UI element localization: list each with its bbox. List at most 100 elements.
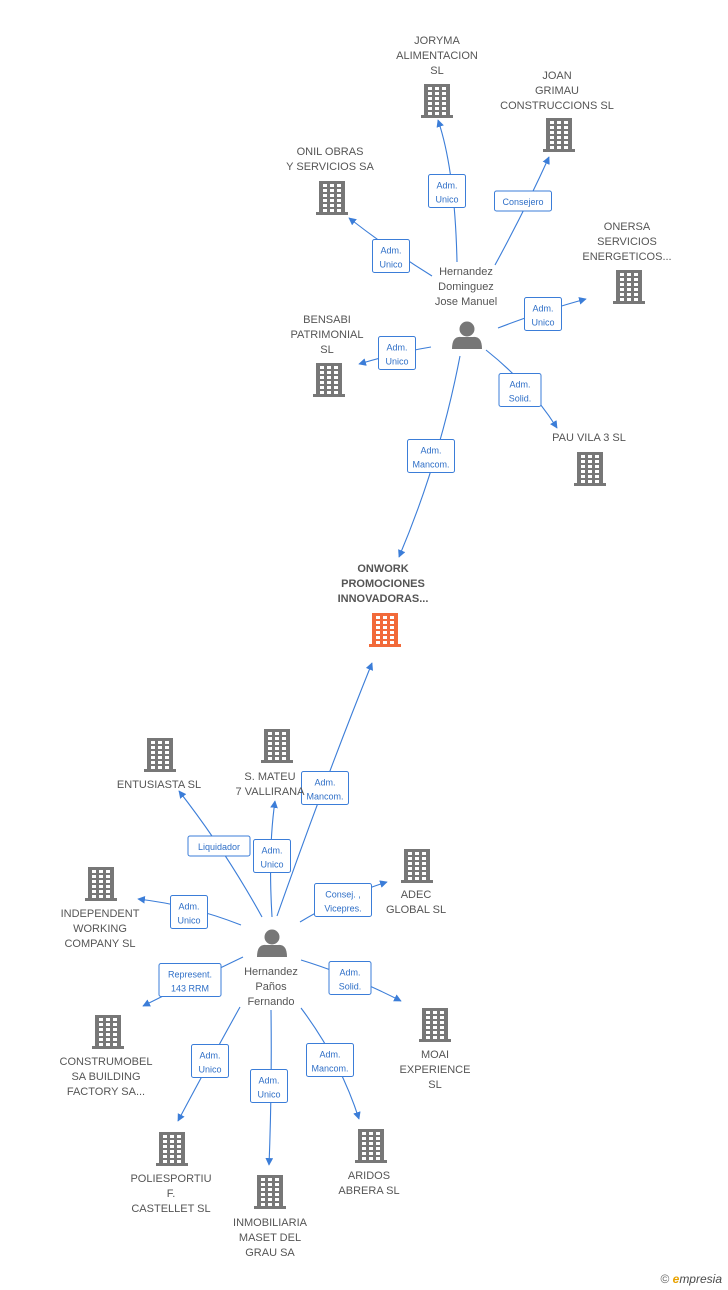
- edge-hpf-construmobel[interactable]: Represent.143 RRM: [142, 956, 244, 1007]
- building-icon: [355, 1129, 387, 1163]
- edge-hdjm-onil[interactable]: Adm. Unico: [348, 217, 433, 277]
- edge-hdjm-pauvila[interactable]: Adm. Solid.: [485, 349, 558, 429]
- edge-label-box[interactable]: [407, 439, 455, 473]
- edge-hpf-moai[interactable]: Adm.Solid.: [300, 959, 402, 1002]
- node-onwork[interactable]: ONWORKPROMOCIONESINNOVADORAS...: [338, 563, 429, 647]
- building-icon: [543, 118, 575, 152]
- node-label: SL: [320, 344, 333, 356]
- node-label: ENERGETICOS...: [582, 251, 671, 263]
- building-icon: [313, 363, 345, 397]
- edge-label-box[interactable]: [314, 883, 372, 917]
- brand-logo-e: e: [672, 1272, 680, 1286]
- node-label: PROMOCIONES: [341, 578, 425, 590]
- node-label: S. MATEU: [244, 771, 295, 783]
- edge-hpf-aridos[interactable]: Adm.Mancom.: [300, 1007, 361, 1120]
- edge-hdjm-onwork[interactable]: Adm.Mancom.: [398, 355, 461, 558]
- building-icon-highlighted: [369, 613, 401, 647]
- building-icon: [574, 452, 606, 486]
- edge-hpf-entusiasta[interactable]: Liquidador: [178, 790, 263, 918]
- edge-label-box[interactable]: [328, 961, 372, 995]
- edge-label-box[interactable]: [187, 835, 251, 857]
- node-label: CONSTRUCCIONS SL: [500, 100, 614, 112]
- building-icon: [613, 270, 645, 304]
- node-onersa[interactable]: ONERSASERVICIOSENERGETICOS...: [582, 221, 672, 304]
- edge-label-text: Unico: [435, 195, 458, 205]
- edge-label-text: Adm.: [178, 902, 199, 912]
- edge-label-box[interactable]: [372, 239, 410, 273]
- edge-hpf-onwork[interactable]: Adm.Mancom.: [276, 662, 373, 917]
- edge-label-text: Adm.: [380, 246, 401, 256]
- edge-label-box[interactable]: [301, 771, 349, 805]
- edge-label-box[interactable]: [253, 839, 291, 873]
- node-label: ONWORK: [357, 563, 408, 575]
- edge-label-text: Adm.: [509, 380, 530, 390]
- edge-hpf-adec[interactable]: Consej. ,Vicepres.: [299, 880, 388, 923]
- node-label: INDEPENDENT: [61, 908, 140, 920]
- edge-label-box[interactable]: [250, 1069, 288, 1103]
- edge-label-text: Unico: [531, 318, 554, 328]
- node-label: MOAI: [421, 1049, 449, 1061]
- node-label: FACTORY SA...: [67, 1086, 145, 1098]
- building-icon: [92, 1015, 124, 1049]
- building-icon: [401, 849, 433, 883]
- node-label: ABRERA SL: [338, 1185, 399, 1197]
- node-label: ONIL OBRAS: [297, 146, 364, 158]
- node-label: Dominguez: [438, 281, 494, 293]
- edge-label-text: Adm.: [261, 846, 282, 856]
- edge-label-text: Liquidador: [198, 842, 240, 852]
- edge-hdjm-joan[interactable]: Consejero: [494, 156, 552, 266]
- edge-hpf-smateu[interactable]: Adm.Unico: [253, 800, 291, 918]
- edge-label-text: Solid.: [509, 394, 532, 404]
- node-label: SL: [430, 65, 443, 77]
- edge-label-text: Mancom.: [306, 792, 343, 802]
- edge-label-text: Unico: [177, 916, 200, 926]
- edge-label-text: Adm.: [258, 1076, 279, 1086]
- edge-label-box[interactable]: [170, 895, 208, 929]
- edge-hpf-poliesportiu[interactable]: Adm.Unico: [177, 1006, 241, 1122]
- edge-label-box[interactable]: [494, 190, 552, 212]
- building-icon: [144, 738, 176, 772]
- edge-hdjm-bensabi[interactable]: Adm.Unico: [358, 336, 432, 370]
- node-label: ADEC: [401, 889, 432, 901]
- edge-label-box[interactable]: [191, 1044, 229, 1078]
- node-label: WORKING: [73, 923, 127, 935]
- edge-hdjm-onersa[interactable]: Adm. Unico: [497, 297, 587, 331]
- edge-label-box[interactable]: [378, 336, 416, 370]
- edge-label-box[interactable]: [498, 373, 542, 407]
- edge-label-box[interactable]: [306, 1043, 354, 1077]
- node-label: Hernandez: [244, 966, 298, 978]
- edge-label-text: Unico: [198, 1065, 221, 1075]
- edge-hpf-independent[interactable]: Adm. Unico: [137, 895, 242, 929]
- edge-label-text: Unico: [385, 357, 408, 367]
- edge-hdjm-joryma[interactable]: Adm.Unico: [428, 119, 466, 263]
- edge-label-text: Unico: [379, 260, 402, 270]
- empresia-brand[interactable]: © empresia: [660, 1272, 722, 1286]
- edge-label-text: Adm.: [532, 304, 553, 314]
- edge-label-box[interactable]: [524, 297, 562, 331]
- edge-label-box[interactable]: [428, 174, 466, 208]
- edge-label-text: Mancom.: [311, 1064, 348, 1074]
- edge-hpf-inmobiliaria[interactable]: Adm.Unico: [250, 1009, 288, 1166]
- node-label: F.: [167, 1188, 176, 1200]
- node-entusiasta[interactable]: ENTUSIASTA SL: [117, 738, 201, 791]
- node-label: CASTELLET SL: [131, 1203, 210, 1215]
- node-pauvila[interactable]: PAU VILA 3 SL: [552, 432, 626, 486]
- node-label: SA BUILDING: [71, 1071, 140, 1083]
- edge-label-box[interactable]: [158, 963, 222, 997]
- node-label: Fernando: [247, 996, 294, 1008]
